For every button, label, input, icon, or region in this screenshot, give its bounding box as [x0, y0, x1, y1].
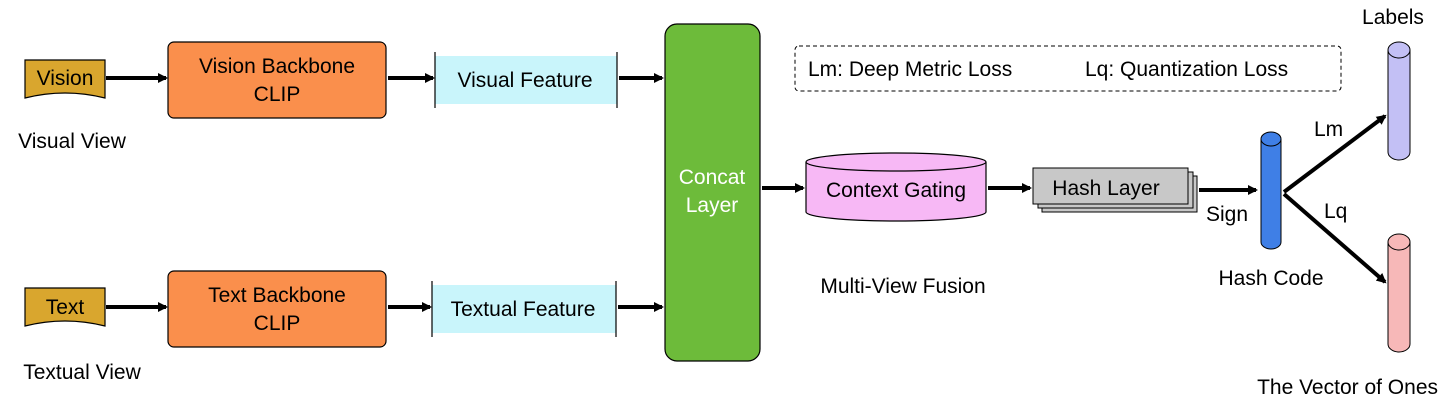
- vision-tag-shape: [24, 59, 106, 99]
- legend-lm: Lm: Deep Metric Loss: [808, 58, 1012, 81]
- ones-label: The Vector of Ones: [1257, 376, 1438, 399]
- multi-view-fusion-label: Multi-View Fusion: [820, 275, 985, 298]
- concat-layer-label-1: Concat: [679, 166, 746, 189]
- sign-label: Sign: [1206, 203, 1248, 226]
- vision-input-tag: Vision: [24, 59, 106, 99]
- vision-backbone-box: Vision Backbone CLIP: [167, 41, 387, 119]
- hash-layer-label: Hash Layer: [1052, 177, 1159, 200]
- text-tag-label: Text: [46, 296, 85, 319]
- textual-view-label: Textual View: [23, 361, 141, 384]
- text-input-tag: Text: [24, 287, 106, 327]
- labels-label: Labels: [1362, 6, 1424, 29]
- lq-edge-label: Lq: [1324, 200, 1347, 223]
- textual-feature-shape: [432, 285, 616, 333]
- visual-view-label: Visual View: [18, 130, 127, 153]
- arrow-hash-code-to-ones: [1282, 192, 1387, 284]
- text-backbone-label-2: CLIP: [254, 312, 301, 335]
- hash-code-label: Hash Code: [1218, 267, 1323, 290]
- ones-top: [1387, 233, 1411, 251]
- text-backbone-label-1: Text Backbone: [208, 284, 346, 307]
- vision-backbone-shape: [167, 41, 387, 119]
- vision-tag-label: Vision: [37, 67, 94, 90]
- hash-layer-front: [1032, 167, 1189, 205]
- ones-body: [1387, 242, 1411, 353]
- labels-cylinder: [1387, 41, 1411, 161]
- vision-backbone-label-2: CLIP: [254, 83, 301, 106]
- visual-feature-box: Visual Feature: [434, 52, 618, 108]
- context-gating-cylinder: Context Gating: [805, 152, 987, 222]
- visual-feature-label: Visual Feature: [457, 69, 592, 92]
- lm-edge-label: Lm: [1314, 118, 1343, 141]
- text-backbone-shape: [167, 270, 387, 348]
- hash-code-top: [1260, 131, 1282, 147]
- context-gating-top: [805, 152, 987, 172]
- loss-legend: Lm: Deep Metric Loss Lq: Quantization Lo…: [794, 45, 1342, 92]
- hash-code-cylinder: [1260, 131, 1282, 250]
- arrow-hash-code-to-labels: [1282, 114, 1387, 194]
- vision-backbone-label-1: Vision Backbone: [199, 55, 355, 78]
- concat-layer-box: Concat Layer: [664, 23, 761, 362]
- legend-lq: Lq: Quantization Loss: [1085, 58, 1288, 81]
- labels-top: [1387, 41, 1411, 59]
- concat-layer-shape: [664, 23, 761, 362]
- hash-code-body: [1260, 139, 1282, 250]
- loss-legend-border: [794, 45, 1342, 92]
- text-tag-shape: [24, 287, 106, 327]
- textual-feature-box: Textual Feature: [431, 281, 617, 337]
- visual-feature-shape: [435, 56, 617, 104]
- context-gating-label: Context Gating: [826, 179, 966, 202]
- textual-feature-label: Textual Feature: [451, 298, 596, 321]
- hash-layer-stack: Hash Layer: [1032, 167, 1198, 213]
- text-backbone-box: Text Backbone CLIP: [167, 270, 387, 348]
- ones-cylinder: [1387, 233, 1411, 353]
- concat-layer-label-2: Layer: [686, 194, 739, 217]
- labels-body: [1387, 50, 1411, 161]
- context-gating-body: [805, 162, 987, 222]
